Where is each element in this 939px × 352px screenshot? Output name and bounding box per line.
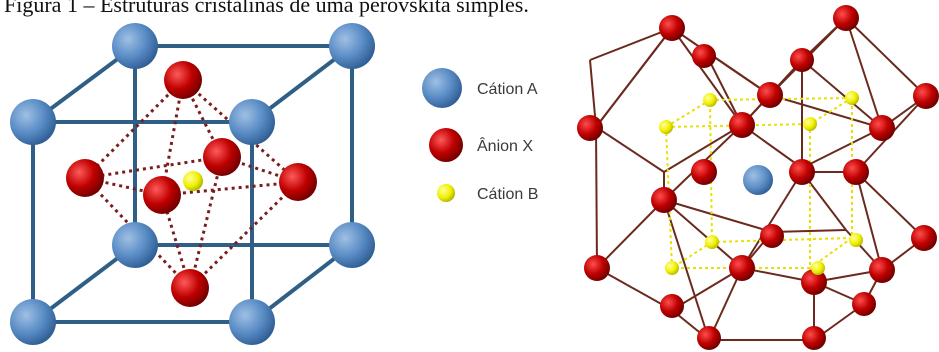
anion-x-atom [659,15,685,41]
anion-x-atom [279,163,317,201]
anion-x-atom [869,257,895,283]
cation-b-atom [705,235,719,249]
cation-a-atom [743,165,773,195]
anion-x-atom [660,294,684,318]
anion-x-atom [729,255,755,281]
anion-x-atom [790,48,814,72]
anion-x-atom [651,187,677,213]
anion-x-atom [143,176,181,214]
perovskite-unit-cell-diagram: Cátion A Ânion X Cátion B [10,23,538,345]
cation-a-atom [329,222,375,268]
anion-x-atom [757,82,783,108]
legend-anion-x-swatch [429,128,463,162]
anion-x-atom [833,5,859,31]
cation-b-atom [811,261,825,275]
network-anion-atoms [577,5,939,350]
anion-x-atom [164,61,202,99]
legend-cation-b-label: Cátion B [477,186,538,203]
anion-x-atom [852,292,876,316]
anion-x-atoms [66,61,317,307]
legend-anion-x-label: Ânion X [477,136,533,155]
anion-x-atom [584,255,610,281]
cation-b-atom [659,120,673,134]
legend-cation-b-swatch [437,184,455,202]
cation-b-atom [849,233,863,247]
cation-a-atom [229,99,275,145]
cation-a-atom [112,222,158,268]
network-cation-b-atoms [659,91,863,275]
network-bonds [589,17,927,341]
cation-a-atom [229,299,275,345]
cation-b-atom [803,117,817,131]
anion-x-atom [692,44,716,68]
anion-x-atom [691,159,717,185]
anion-x-atom [911,225,937,251]
anion-x-atom [913,83,939,109]
legend-cation-a-swatch [422,68,462,108]
figure-caption: Figura 1 – Estruturas cristalinas de uma… [4,0,529,17]
anion-x-atom [843,159,869,185]
anion-x-atom [171,269,209,307]
anion-x-atom [203,138,241,176]
anion-x-atom [697,326,721,350]
cation-b-atom [703,93,717,107]
cation-a-atoms [112,23,375,268]
legend-cation-a-label: Cátion A [477,81,538,98]
cation-a-atoms-front [10,99,275,345]
cation-b-atom [183,171,203,191]
perovskite-network-diagram [577,5,939,350]
anion-x-atom [760,224,784,248]
cation-a-atom [329,23,375,69]
anion-x-atom [66,159,104,197]
legend: Cátion A Ânion X Cátion B [422,68,538,203]
cation-a-atom [10,299,56,345]
cation-a-atom [112,23,158,69]
anion-x-atom [802,326,826,350]
cation-b-atom [665,261,679,275]
anion-x-atom [869,115,895,141]
anion-x-atom [729,112,755,138]
cation-b-atom [845,91,859,105]
anion-x-atom [577,115,603,141]
anion-x-atom [789,159,815,185]
anion-x-atom [801,269,827,295]
cation-a-atom [10,99,56,145]
